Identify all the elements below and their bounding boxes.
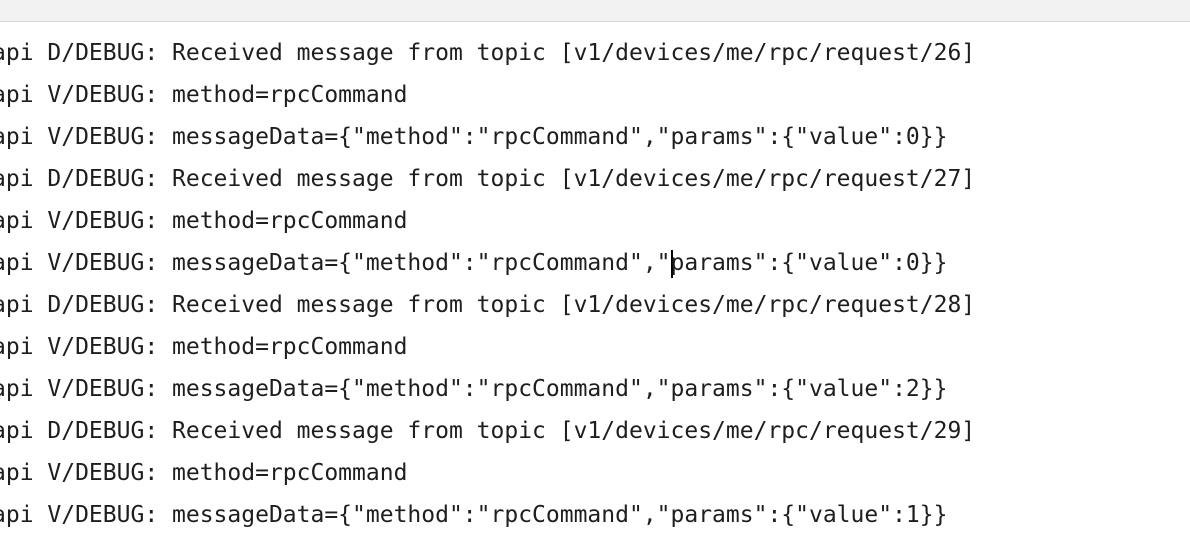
log-list[interactable]: api D/DEBUG: Received message from topic… bbox=[0, 32, 975, 536]
log-line[interactable]: api V/DEBUG: messageData={"method":"rpcC… bbox=[0, 502, 948, 528]
log-line[interactable]: api V/DEBUG: method=rpcCommand bbox=[0, 208, 408, 234]
logcat-toolbar-strip bbox=[0, 0, 1190, 22]
log-line-tail: params":{"value":0}} bbox=[670, 250, 948, 276]
log-line-head: api V/DEBUG: messageData={"method":"rpcC… bbox=[0, 250, 671, 276]
log-line[interactable]: api V/DEBUG: messageData={"method":"rpcC… bbox=[0, 124, 948, 150]
log-line[interactable]: api V/DEBUG: method=rpcCommand bbox=[0, 460, 408, 486]
text-caret bbox=[670, 249, 673, 278]
log-line[interactable]: api V/DEBUG: method=rpcCommand bbox=[0, 82, 408, 108]
log-line[interactable]: api D/DEBUG: Received message from topic… bbox=[0, 292, 976, 318]
log-line-with-caret[interactable]: api V/DEBUG: messageData={"method":"rpcC… bbox=[0, 242, 975, 284]
log-line[interactable]: api D/DEBUG: Received message from topic… bbox=[0, 166, 976, 192]
log-line[interactable]: api D/DEBUG: Received message from topic… bbox=[0, 418, 976, 444]
log-line[interactable]: api V/DEBUG: messageData={"method":"rpcC… bbox=[0, 376, 948, 402]
log-line[interactable]: api V/DEBUG: method=rpcCommand bbox=[0, 334, 408, 360]
log-line[interactable]: api D/DEBUG: Received message from topic… bbox=[0, 40, 976, 66]
